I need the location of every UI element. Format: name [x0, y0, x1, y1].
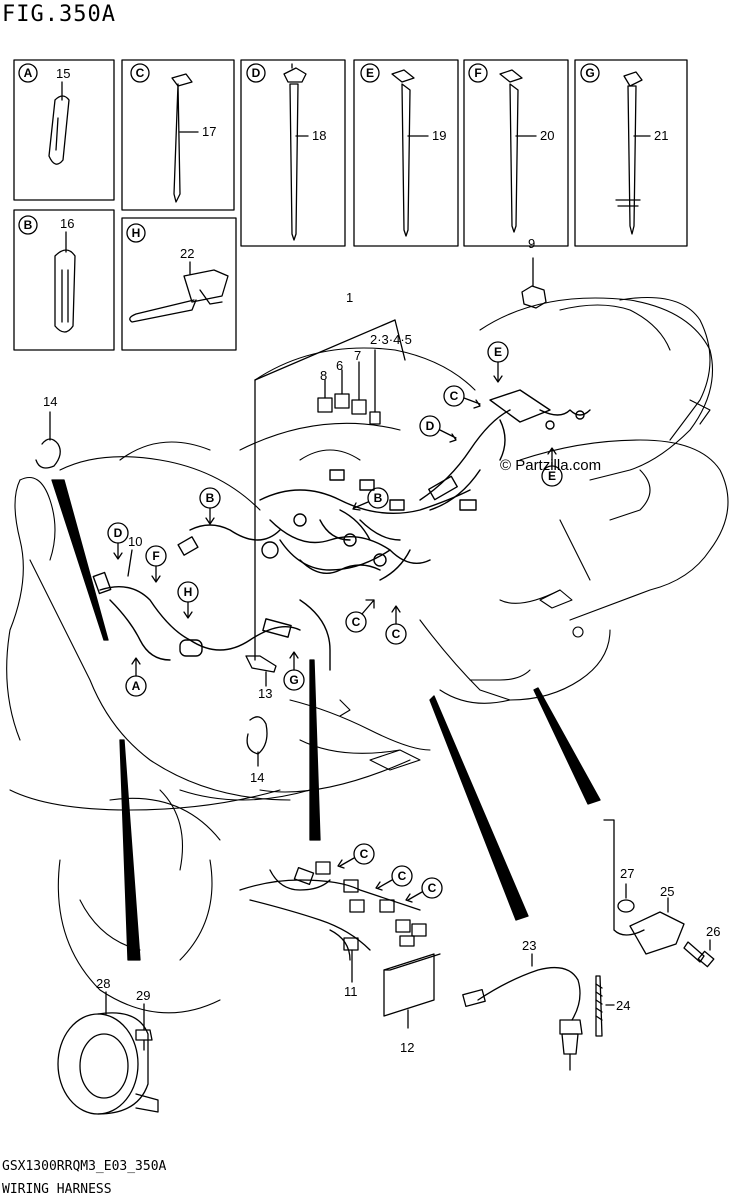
- diagram-name: WIRING HARNESS: [2, 1182, 112, 1197]
- part-label-28: 28: [96, 976, 110, 991]
- part-label-6: 6: [336, 358, 343, 373]
- part-label-29: 29: [136, 988, 150, 1003]
- svg-text:C: C: [428, 881, 437, 895]
- svg-text:19: 19: [432, 128, 446, 143]
- svg-text:H: H: [184, 585, 193, 599]
- figure-title: FIG.350A: [2, 2, 116, 27]
- callout-d-top: D: [419, 415, 457, 443]
- part-label-9: 9: [528, 236, 535, 251]
- callout-c-top: C: [443, 385, 481, 409]
- svg-text:16: 16: [60, 216, 74, 231]
- part-29-bolt[interactable]: [135, 1003, 153, 1051]
- part-12-control-unit[interactable]: [383, 953, 441, 1029]
- part-13-bracket[interactable]: [245, 655, 277, 687]
- svg-text:D: D: [426, 419, 435, 433]
- inset-a-part-15[interactable]: A 15: [13, 59, 115, 201]
- callout-c-low-2: C: [375, 865, 413, 891]
- svg-text:D: D: [252, 66, 261, 80]
- svg-text:22: 22: [180, 246, 194, 261]
- callout-c-low-1: C: [337, 843, 375, 869]
- svg-text:20: 20: [540, 128, 554, 143]
- inset-b-part-16[interactable]: B 16: [13, 209, 115, 351]
- inset-f-part-20[interactable]: F 20: [463, 59, 569, 247]
- inset-g-part-21[interactable]: G 21: [574, 59, 688, 247]
- svg-text:B: B: [206, 491, 215, 505]
- svg-text:G: G: [585, 66, 594, 80]
- part-27-washer[interactable]: [617, 883, 635, 913]
- svg-text:C: C: [392, 627, 401, 641]
- svg-text:C: C: [398, 869, 407, 883]
- inset-e-part-19[interactable]: E 19: [353, 59, 459, 247]
- part-label-14-bottom: 14: [250, 770, 264, 785]
- callout-e-right: E: [541, 447, 563, 487]
- part-label-25: 25: [660, 884, 674, 899]
- part-label-24: 24: [616, 998, 630, 1013]
- svg-text:H: H: [132, 226, 141, 240]
- part-label-27: 27: [620, 866, 634, 881]
- callout-g-center: G: [283, 651, 305, 691]
- svg-text:D: D: [114, 526, 123, 540]
- part-label-14-top: 14: [43, 394, 57, 409]
- svg-text:A: A: [24, 66, 33, 80]
- inset-h-part-22[interactable]: H 22: [121, 217, 237, 351]
- part-label-2-5: 2·3·4·5: [370, 332, 412, 347]
- part-28-horn[interactable]: [57, 991, 159, 1115]
- main-wiring-harness[interactable]: [92, 389, 591, 671]
- part-label-26: 26: [706, 924, 720, 939]
- callout-a-left: A: [125, 657, 147, 697]
- callout-e-top: E: [487, 341, 509, 383]
- svg-text:21: 21: [654, 128, 668, 143]
- svg-text:E: E: [494, 345, 502, 359]
- svg-text:C: C: [360, 847, 369, 861]
- part-25-switch[interactable]: [603, 819, 685, 955]
- part-24-spring[interactable]: [595, 975, 615, 1037]
- part-14-clamp-bottom[interactable]: [246, 716, 268, 767]
- callout-c-center-2: C: [385, 605, 407, 645]
- part-label-12: 12: [400, 1040, 414, 1055]
- svg-text:F: F: [152, 549, 159, 563]
- part-label-13: 13: [258, 686, 272, 701]
- svg-text:17: 17: [202, 124, 216, 139]
- part-label-10: 10: [128, 534, 142, 549]
- svg-text:C: C: [352, 615, 361, 629]
- part-label-11: 11: [344, 984, 358, 999]
- svg-text:C: C: [450, 389, 459, 403]
- pointer-wedges: [51, 479, 601, 961]
- callout-b-left: B: [199, 487, 221, 525]
- part-11-sub-harness[interactable]: [239, 861, 427, 983]
- relay-group[interactable]: [254, 319, 406, 661]
- part-label-7: 7: [354, 348, 361, 363]
- watermark-text: © Partzilla.com: [500, 457, 601, 474]
- callout-f-left: F: [145, 545, 167, 583]
- svg-text:E: E: [366, 66, 374, 80]
- svg-text:18: 18: [312, 128, 326, 143]
- svg-text:G: G: [289, 673, 298, 687]
- svg-text:B: B: [374, 491, 383, 505]
- inset-c-part-17[interactable]: C 17: [121, 59, 235, 211]
- part-label-8: 8: [320, 368, 327, 383]
- svg-text:15: 15: [56, 66, 70, 81]
- svg-text:F: F: [474, 66, 481, 80]
- callout-c-center-1: C: [345, 599, 375, 633]
- svg-text:C: C: [136, 66, 145, 80]
- callout-d-left: D: [107, 522, 129, 560]
- leader-10: [127, 549, 133, 577]
- inset-d-part-18[interactable]: D 18: [240, 59, 346, 247]
- svg-text:E: E: [548, 469, 556, 483]
- svg-text:B: B: [24, 218, 33, 232]
- part-label-1: 1: [346, 290, 353, 305]
- part-26-bolt[interactable]: [683, 939, 715, 968]
- part-14-clamp-top[interactable]: [35, 411, 61, 469]
- motorcycle-outline: [6, 297, 729, 1014]
- callout-h-left: H: [177, 581, 199, 619]
- svg-text:A: A: [132, 679, 141, 693]
- diagram-code: GSX1300RRQM3_E03_350A: [2, 1159, 167, 1174]
- part-23-sensor-cable[interactable]: [462, 953, 583, 1071]
- part-label-23: 23: [522, 938, 536, 953]
- callout-c-low-3: C: [405, 877, 443, 903]
- part-9-connector[interactable]: [521, 257, 547, 309]
- callout-b-center: B: [352, 487, 389, 511]
